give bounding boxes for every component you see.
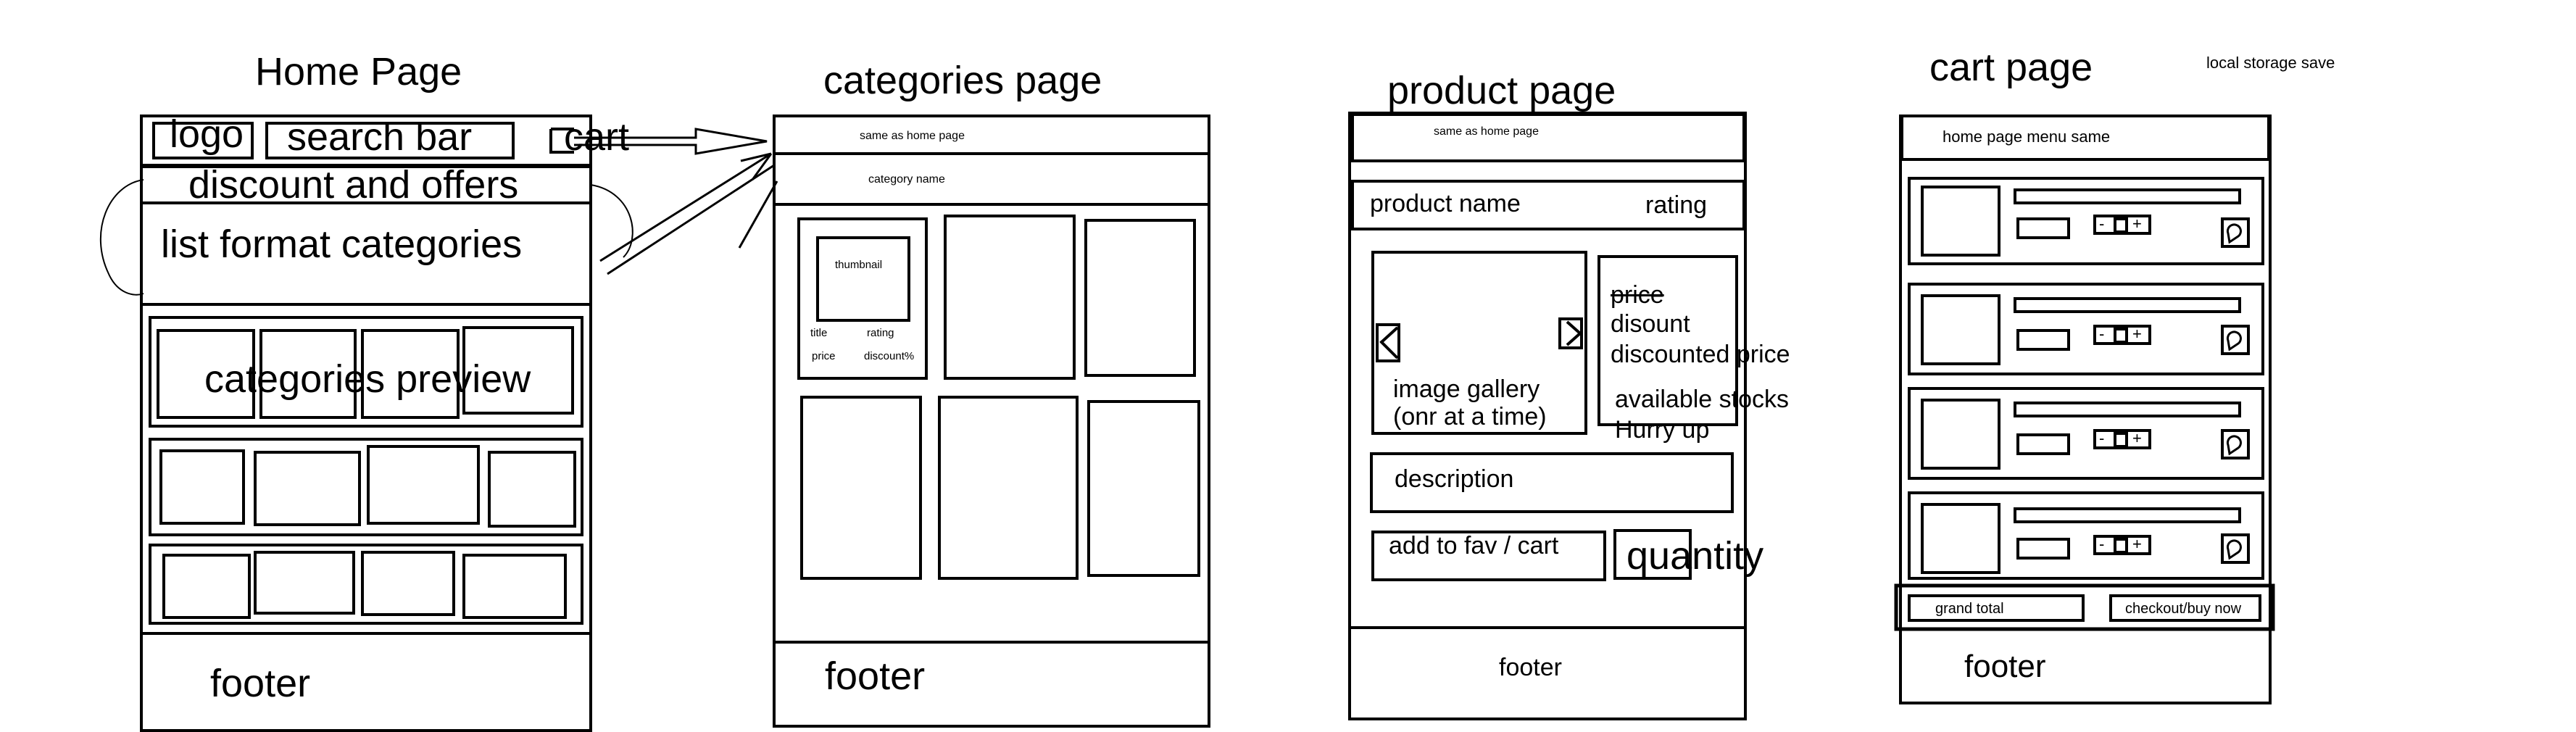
stepper-minus: -	[2099, 535, 2105, 553]
card-title-label: title	[810, 327, 828, 339]
category-name-label: category name	[868, 173, 945, 186]
hurry-up-label: Hurry up	[1615, 416, 1710, 444]
stepper-plus: +	[2132, 535, 2142, 553]
product-header-row	[1351, 113, 1745, 162]
thumbnail-label: thumbnail	[835, 259, 883, 271]
categories-footer-label: footer	[825, 654, 926, 698]
category-card	[797, 217, 928, 380]
card-discount-label: discount%	[864, 350, 915, 362]
grand-total-label: grand total	[1935, 601, 2004, 617]
cart-arrow	[574, 128, 768, 155]
categories-header-row	[773, 115, 1210, 155]
categories-header-label: same as home page	[860, 130, 965, 142]
cart-header-row	[1900, 115, 2270, 161]
cart-footer-label: footer	[1964, 649, 2046, 684]
cart-items	[1908, 177, 2264, 580]
stepper-plus: +	[2132, 325, 2142, 343]
cart-page-title: cart page	[1929, 46, 2093, 89]
home-cart-box	[549, 128, 574, 154]
product-page-title: product page	[1387, 69, 1616, 112]
thumbnail-box	[816, 236, 910, 322]
quantity-box	[1613, 529, 1692, 580]
home-footer-label: footer	[210, 662, 311, 705]
stepper-minus: -	[2099, 429, 2105, 447]
gallery-next-icon	[1558, 317, 1583, 349]
price-label: price	[1611, 281, 1664, 309]
quantity-label: quantity	[1626, 534, 1764, 578]
image-gallery-note: (onr at a time)	[1393, 403, 1547, 431]
available-stocks-label: available stocks	[1615, 386, 1790, 413]
local-storage-note: local storage save	[2206, 54, 2335, 72]
categories-page-title: categories page	[823, 59, 1102, 102]
product-footer-label: footer	[1499, 654, 1562, 681]
product-rating-label: rating	[1645, 191, 1708, 219]
categories-arrow	[599, 152, 775, 275]
categories-preview-label: categories preview	[204, 357, 531, 401]
card-price-label: price	[812, 350, 836, 362]
checkout-box	[2109, 594, 2261, 622]
home-logo-box	[152, 122, 254, 159]
product-header-label: same as home page	[1434, 125, 1539, 138]
card-rating-label: rating	[867, 327, 894, 339]
search-bar-label: search bar	[287, 115, 473, 159]
description-label: description	[1395, 465, 1514, 493]
categories-name-row	[773, 152, 1210, 206]
description-box	[1370, 452, 1734, 513]
cart-totals-row	[1894, 583, 2275, 631]
product-name-label: product name	[1370, 190, 1521, 217]
list-categories-label: list format categories	[161, 222, 523, 266]
grand-total-box	[1908, 594, 2085, 622]
home-search-box	[265, 122, 515, 159]
discount-offers-label: discount and offers	[188, 163, 519, 207]
categories-frame	[773, 115, 1210, 728]
cart-header-label: home page menu same	[1943, 128, 2111, 146]
discounted-price-label: discounted price	[1611, 341, 1790, 368]
stepper-plus: +	[2132, 215, 2142, 233]
stepper-minus: -	[2099, 215, 2105, 233]
gallery-prev-icon	[1376, 323, 1400, 362]
product-name-row	[1351, 180, 1745, 230]
cart-label: cart	[564, 115, 630, 159]
add-fav-cart-label: add to fav / cart	[1389, 532, 1559, 560]
logo-label: logo	[170, 112, 244, 156]
stepper-minus: -	[2099, 325, 2105, 343]
home-page-title: Home Page	[255, 50, 462, 93]
image-gallery-box	[1371, 251, 1587, 435]
checkout-label: checkout/buy now	[2125, 601, 2242, 617]
home-frame	[140, 115, 592, 732]
home-footer-box	[140, 632, 592, 732]
discount-label: disount	[1611, 310, 1690, 338]
price-box	[1597, 255, 1738, 426]
add-fav-box	[1371, 531, 1606, 581]
stepper-plus: +	[2132, 429, 2142, 447]
image-gallery-label: image gallery	[1393, 375, 1540, 403]
